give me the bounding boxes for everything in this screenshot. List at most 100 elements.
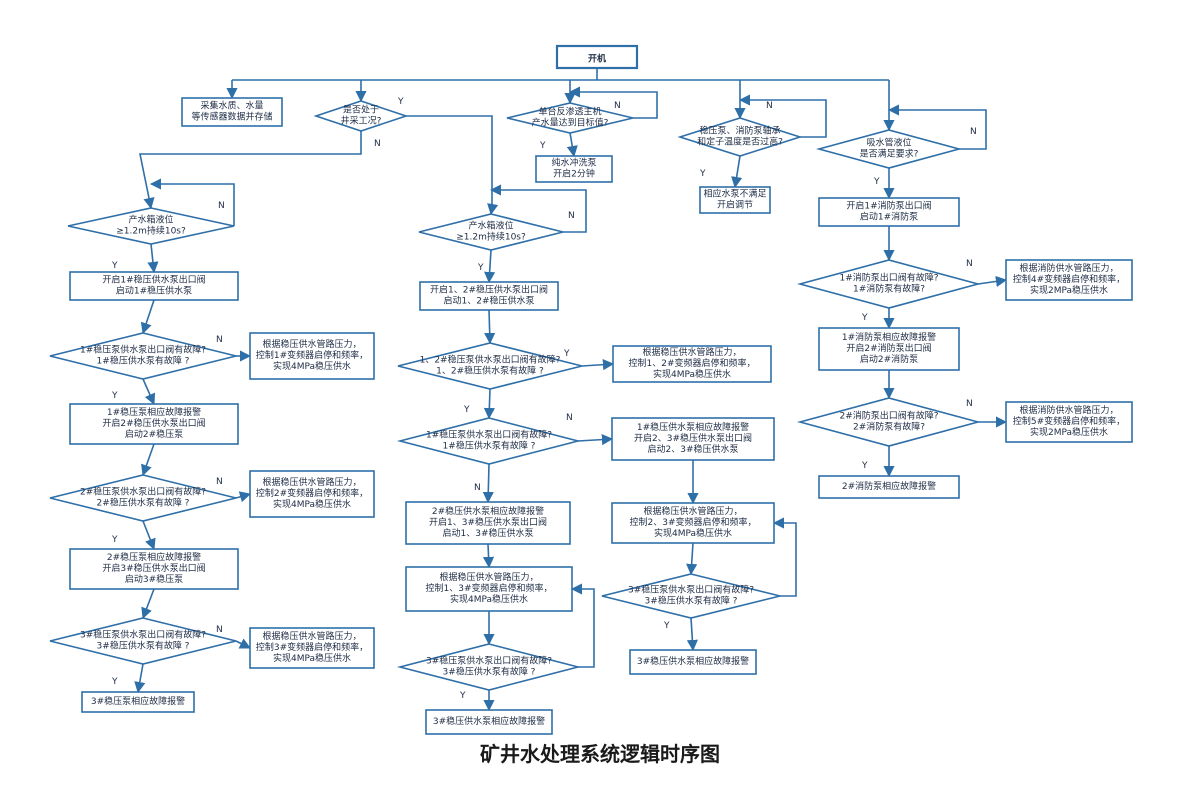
yes-label: Y bbox=[539, 141, 546, 151]
connector bbox=[577, 434, 614, 446]
connector bbox=[392, 115, 499, 216]
node-text-line: 开机 bbox=[588, 52, 606, 64]
process-box bbox=[249, 332, 375, 380]
diagram-caption: 矿井水处理系统逻辑时序图 bbox=[480, 742, 720, 766]
process-box bbox=[1005, 401, 1133, 443]
node-text-line: 实现2MPa稳压供水 bbox=[1030, 426, 1108, 438]
node-text-line: 3#稳压泵相应故障报警 bbox=[91, 695, 185, 707]
node-text-line: 控制5#变频器启停和频率， bbox=[1013, 415, 1125, 427]
node-text-line: 相应水泵不满足 bbox=[703, 188, 766, 200]
no-label: N bbox=[474, 483, 481, 493]
node-text-line: 井采工况? bbox=[341, 115, 382, 127]
connector bbox=[235, 491, 252, 503]
node-l_f2: 2#稳压泵供水泵出口阀有故障?2#稳压供水泵有故障 ? bbox=[49, 474, 237, 522]
node-text-line: 根据稳压供水管路压力， bbox=[439, 571, 538, 583]
node-text-line: 实现2MPa稳压供水 bbox=[1030, 284, 1108, 296]
node-m_f3l: 3#稳压泵供水泵出口阀有故障?3#稳压供水泵有故障 ? bbox=[396, 643, 582, 691]
connector bbox=[141, 443, 155, 477]
process-box bbox=[629, 649, 757, 675]
connector bbox=[731, 155, 743, 189]
no-label: N bbox=[216, 335, 223, 345]
node-text-line: 根据消防供水管路压力， bbox=[1019, 404, 1118, 416]
node-text-line: 根据稳压供水管路压力， bbox=[262, 630, 361, 642]
process-box bbox=[249, 627, 375, 669]
node-text-line: 2#稳压供水泵相应故障报警 bbox=[432, 505, 544, 517]
decision-diamond bbox=[796, 259, 982, 309]
node-text-line: 2#消防泵相应故障报警 bbox=[842, 480, 936, 492]
process-box bbox=[611, 502, 775, 544]
process-box bbox=[612, 345, 772, 383]
yes-label: Y bbox=[111, 677, 118, 687]
node-r_f1: 1#消防泵出口阀有故障?1#消防泵有故障? bbox=[796, 259, 982, 309]
no-label: N bbox=[374, 139, 381, 149]
process-box bbox=[535, 155, 613, 183]
node-text-line: 是否处于 bbox=[343, 104, 379, 116]
node-text-line: 1#消防泵相应故障报警 bbox=[842, 331, 936, 343]
node-m_f3r: 3#稳压泵供水泵出口阀有故障?3#稳压供水泵有故障 ? bbox=[601, 573, 781, 619]
node-text-line: 3#稳压泵供水泵出口阀有故障? bbox=[628, 584, 754, 596]
decision-diamond bbox=[677, 117, 803, 157]
node-text-line: 启动2#消防泵 bbox=[860, 353, 918, 365]
process-box bbox=[69, 271, 239, 301]
connector bbox=[482, 543, 495, 569]
node-text-line: 产水箱液位 bbox=[468, 220, 513, 232]
node-text-line: 实现4MPa稳压供水 bbox=[273, 652, 351, 664]
process-box bbox=[425, 709, 553, 735]
node-m_a3r: 3#稳压供水泵相应故障报警 bbox=[629, 649, 757, 675]
decision-diamond bbox=[796, 397, 982, 447]
node-text-line: 启动1#消防泵 bbox=[860, 211, 918, 223]
node-r_c4: 根据消防供水管路压力，控制4#变频器启停和频率，实现2MPa稳压供水 bbox=[1005, 259, 1133, 301]
process-box bbox=[818, 327, 960, 371]
no-label: N bbox=[216, 477, 223, 487]
connector bbox=[140, 299, 155, 335]
node-r_c5: 根据消防供水管路压力，控制5#变频器启停和频率，实现2MPa稳压供水 bbox=[1005, 401, 1133, 443]
node-m_c12: 根据稳压供水管路压力，控制1、2#变频器启停和频率，实现4MPa稳压供水 bbox=[612, 345, 772, 383]
node-r_f2: 2#消防泵出口阀有故障?2#消防泵有故障? bbox=[796, 397, 982, 447]
no-label: N bbox=[566, 413, 573, 423]
connector bbox=[977, 275, 1008, 287]
decision-diamond bbox=[49, 474, 237, 522]
decision-diamond bbox=[396, 417, 582, 465]
no-label: N bbox=[966, 259, 973, 269]
connector bbox=[149, 178, 235, 226]
node-text-line: 开启2#稳压供水泵出口阀 bbox=[102, 417, 205, 429]
yes-label: Y bbox=[563, 349, 570, 359]
process-box bbox=[1005, 259, 1133, 301]
node-text-line: 1#稳压供水泵有故障 ? bbox=[443, 440, 536, 452]
no-label: N bbox=[614, 101, 621, 111]
node-text-line: 控制1、2#变频器启停和频率， bbox=[629, 357, 756, 369]
node-text-line: 启动1、3#稳压供水泵 bbox=[443, 527, 534, 539]
no-label: N bbox=[216, 625, 223, 635]
node-l_f1: 1#稳压泵供水泵出口阀有故障?1#稳压供水泵有故障 ? bbox=[49, 332, 237, 380]
connector bbox=[581, 359, 615, 371]
node-text-line: 开启1、3#稳压供水泵出口阀 bbox=[429, 516, 547, 528]
node-text-line: 控制4#变频器启停和频率， bbox=[1013, 273, 1125, 285]
node-text-line: 启动3#稳压泵 bbox=[125, 573, 183, 585]
node-text-line: 控制1#变频器启停和频率， bbox=[256, 349, 368, 361]
decision-diamond bbox=[815, 129, 963, 169]
node-l_a3: 3#稳压泵相应故障报警 bbox=[81, 691, 195, 713]
node-text-line: 3#稳压供水泵相应故障报警 bbox=[433, 715, 545, 727]
decision-diamond bbox=[601, 573, 781, 619]
connector bbox=[772, 517, 797, 597]
process-box bbox=[818, 197, 960, 227]
decision-diamond bbox=[397, 342, 583, 390]
node-text-line: 开启2#消防泵出口阀 bbox=[846, 342, 931, 354]
decision-diamond bbox=[49, 332, 237, 380]
node-text-line: 1#稳压供水泵有故障 ? bbox=[97, 355, 190, 367]
yes-label: Y bbox=[459, 691, 466, 701]
connector bbox=[483, 388, 495, 420]
node-text-line: 3#稳压供水泵有故障 ? bbox=[97, 640, 190, 652]
yes-label: Y bbox=[111, 261, 118, 271]
connector-lines bbox=[134, 68, 1008, 712]
node-m_level: 产水箱液位≥1.2m持续10s? bbox=[418, 213, 564, 251]
node-l_f3: 3#稳压泵供水泵出口阀有故障?3#稳压供水泵有故障 ? bbox=[49, 617, 237, 665]
